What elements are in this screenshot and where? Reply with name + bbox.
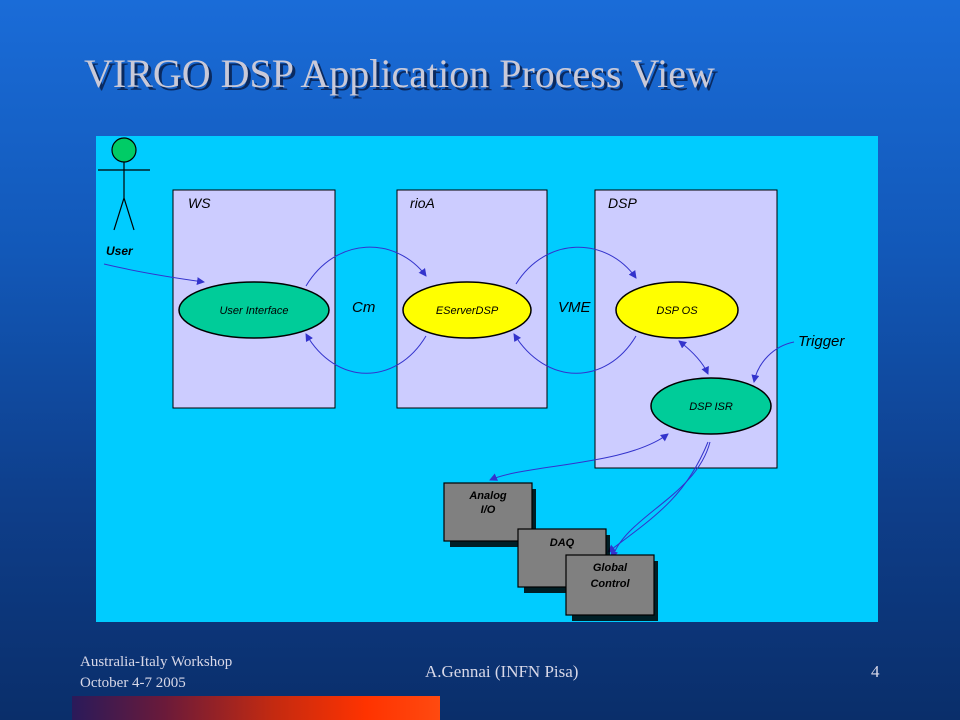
dsp-os-label: DSP OS [656, 305, 698, 317]
user-interface-ellipse [178, 281, 330, 339]
dsp-os-ellipse [615, 281, 739, 339]
channel-label-cm: Cm [352, 299, 375, 316]
device-daq-line1: DAQ [550, 537, 575, 549]
process-label-dsp: DSP [608, 195, 637, 211]
footer-event: Australia-Italy Workshop October 4-7 200… [80, 652, 232, 694]
trigger-arrow [751, 341, 795, 383]
device-global-control: Global Control [565, 554, 658, 621]
dsp-isr-label: DSP ISR [689, 401, 733, 413]
channel-label-trigger: Trigger [798, 333, 845, 350]
cm-top-arrow [305, 246, 427, 287]
eserverdsp-label: EServerDSP [436, 305, 499, 317]
user-to-ui-arrow [103, 263, 205, 286]
vme-top-arrow [515, 246, 637, 285]
slide-title: VIRGO DSP Application Process View [84, 51, 715, 96]
footer-author: A.Gennai (INFN Pisa) [425, 662, 579, 681]
channel-label-vme: VME [558, 299, 592, 316]
eserverdsp-ellipse [402, 281, 532, 339]
user-actor-label: User [106, 244, 134, 258]
process-label-ws: WS [188, 195, 211, 211]
device-global-line1: Global [593, 562, 628, 574]
device-analog-line1: Analog [468, 490, 507, 502]
isr-global-arrow [610, 441, 711, 559]
vme-bottom-arrow [513, 333, 637, 374]
device-analog-io: Analog I/O [443, 482, 536, 547]
page-number: 4 [871, 662, 880, 681]
cm-bottom-arrow [305, 333, 427, 374]
device-analog-line2: I/O [481, 504, 496, 516]
footer-decorative-bar [72, 696, 440, 720]
footer-event-line2: October 4-7 2005 [80, 675, 186, 691]
user-interface-label: User Interface [219, 305, 288, 317]
process-diagram: User WS rioA DSP User Interface EServerD… [96, 136, 878, 622]
device-global-line2: Control [590, 578, 630, 590]
user-actor-head [111, 137, 137, 163]
isr-daq-arrow [607, 441, 709, 553]
process-label-rioa: rioA [410, 195, 435, 211]
diagram-canvas: User WS rioA DSP User Interface EServerD… [98, 137, 845, 621]
footer-event-line1: Australia-Italy Workshop [80, 654, 233, 670]
dsp-isr-ellipse [650, 377, 772, 435]
user-actor: User [98, 137, 150, 258]
isr-analog-arrow [489, 433, 669, 481]
os-isr-arrow [678, 340, 709, 375]
